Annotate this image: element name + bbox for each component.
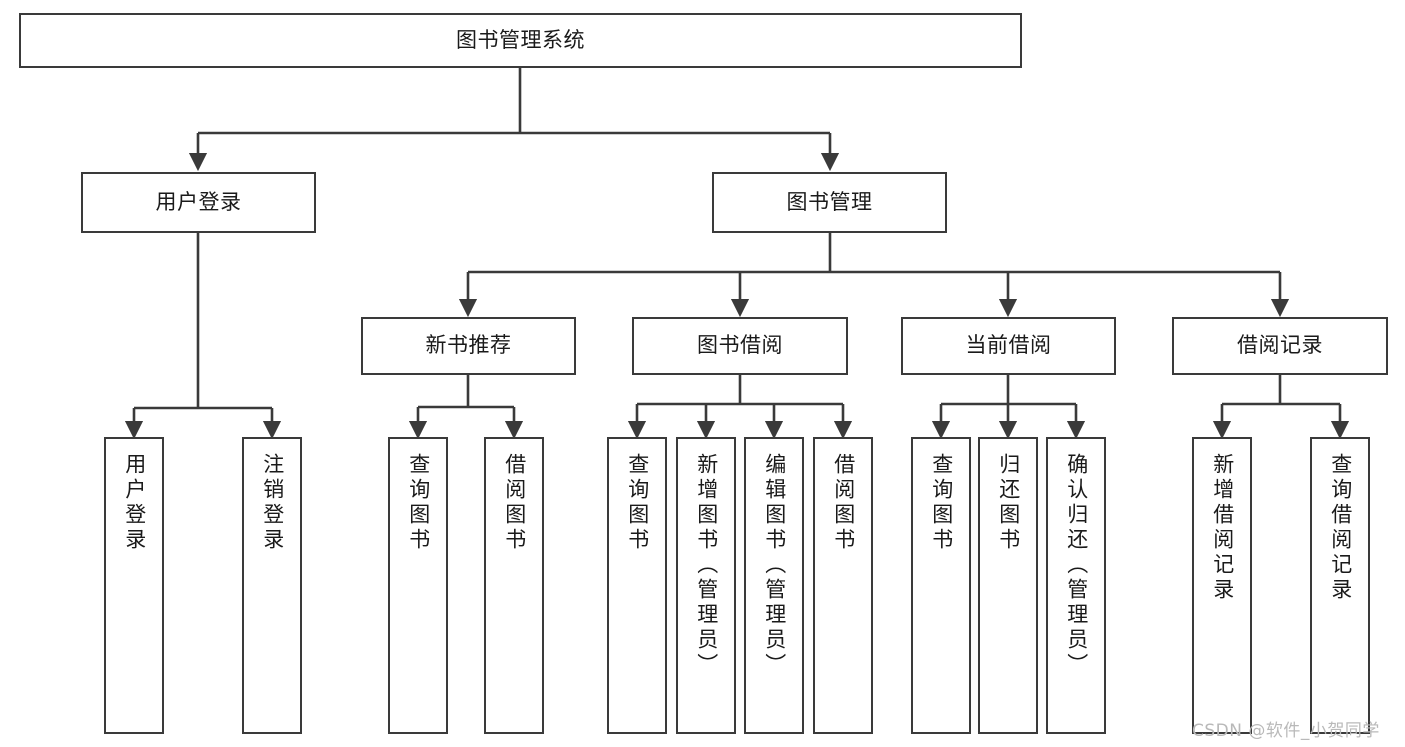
leaf-borrow-edit-book-admin[interactable]: 编辑图书（管理员）	[744, 437, 804, 734]
node-current-borrow[interactable]: 当前借阅	[901, 317, 1116, 375]
node-borrow-record[interactable]: 借阅记录	[1172, 317, 1388, 375]
node-label: 图书借阅	[697, 333, 783, 358]
leaf-recommend-borrow-book[interactable]: 借阅图书	[484, 437, 544, 734]
node-label: 新书推荐	[425, 333, 512, 358]
leaf-recommend-query-book[interactable]: 查询图书	[388, 437, 448, 734]
node-label: 用户登录	[155, 189, 242, 214]
leaf-current-query-book[interactable]: 查询图书	[911, 437, 971, 734]
leaf-borrow-add-book-admin[interactable]: 新增图书（管理员）	[676, 437, 736, 734]
node-label: 用户登录	[122, 453, 147, 553]
node-label: 借阅图书	[502, 453, 527, 553]
node-label: 查询图书	[406, 453, 431, 553]
node-label: 图书管理系统	[456, 27, 585, 52]
node-new-book-recommend[interactable]: 新书推荐	[361, 317, 576, 375]
node-label: 查询图书	[625, 453, 650, 553]
leaf-current-confirm-return-admin[interactable]: 确认归还（管理员）	[1046, 437, 1106, 734]
node-user-login[interactable]: 用户登录	[81, 172, 316, 233]
node-label: 借阅记录	[1237, 333, 1323, 358]
node-label: 当前借阅	[965, 333, 1052, 358]
leaf-current-return-book[interactable]: 归还图书	[978, 437, 1038, 734]
node-label: 借阅图书	[831, 453, 856, 553]
node-label: 新增图书（管理员）	[694, 453, 719, 678]
node-book-borrow[interactable]: 图书借阅	[632, 317, 848, 375]
csdn-watermark: CSDN @软件_小贺同学	[1192, 721, 1380, 741]
node-label: 注销登录	[260, 453, 285, 553]
leaf-record-query-record[interactable]: 查询借阅记录	[1310, 437, 1370, 734]
leaf-borrow-query-book[interactable]: 查询图书	[607, 437, 667, 734]
leaf-borrow-borrow-book[interactable]: 借阅图书	[813, 437, 873, 734]
leaf-user-login-logout[interactable]: 注销登录	[242, 437, 302, 734]
node-label: 查询图书	[929, 453, 954, 553]
node-root-system[interactable]: 图书管理系统	[19, 13, 1022, 68]
node-label: 确认归还（管理员）	[1064, 453, 1089, 678]
node-label: 新增借阅记录	[1210, 453, 1235, 603]
node-book-management[interactable]: 图书管理	[712, 172, 947, 233]
node-label: 归还图书	[996, 453, 1021, 553]
leaf-record-add-record[interactable]: 新增借阅记录	[1192, 437, 1252, 734]
node-label: 编辑图书（管理员）	[762, 453, 787, 678]
node-label: 查询借阅记录	[1328, 453, 1353, 603]
node-label: 图书管理	[786, 189, 873, 214]
leaf-user-login-login[interactable]: 用户登录	[104, 437, 164, 734]
